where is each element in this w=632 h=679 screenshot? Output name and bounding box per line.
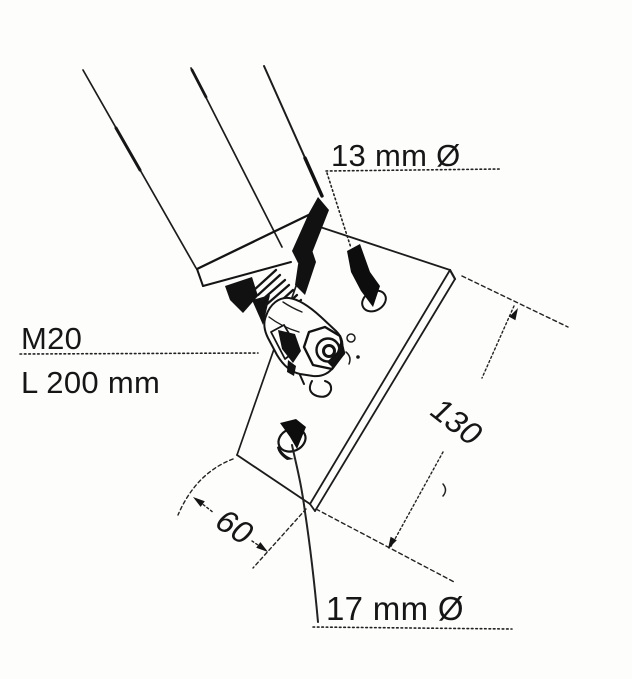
fitting-upper-line — [282, 301, 303, 313]
leader-17mm-underline — [312, 626, 513, 630]
dimension-60 — [177, 458, 307, 569]
cap-under-shadow-right — [295, 250, 316, 295]
leader-13mm-diagonal — [326, 172, 352, 249]
dim60-ext-south — [252, 508, 307, 569]
leader-13mm-underline — [325, 168, 501, 172]
pole — [82, 65, 324, 269]
label-thread-m20: M20 — [21, 321, 83, 356]
cap-bottom-edge — [202, 261, 292, 287]
pole-right-edge-thick — [303, 156, 324, 198]
plate-se-edge-inner — [309, 269, 451, 505]
dim130-ext-bottom — [315, 508, 457, 584]
leader-arrow-13mm — [347, 244, 380, 307]
hole-rim-shadow — [277, 446, 294, 460]
dim130-arrow-top — [509, 308, 518, 321]
dim130-ext-top — [461, 275, 569, 328]
thread-ridge — [256, 273, 282, 297]
dim60-arrow-bottom — [256, 542, 268, 552]
fitting-speck — [356, 355, 360, 359]
dimension-130 — [315, 275, 569, 584]
thread-ridge — [252, 268, 278, 292]
pole-middle-edge-thick — [190, 68, 208, 99]
thread-ridge — [264, 283, 291, 307]
cap-under-wedge — [252, 295, 270, 325]
plate-se-edge-outer — [314, 278, 456, 512]
leader-m20 — [19, 352, 259, 355]
dim60-line-a — [195, 498, 215, 514]
nut-bore-circle — [322, 344, 336, 358]
plate-bottom-edge — [236, 454, 311, 505]
end-cap — [195, 197, 329, 325]
hex-nut — [302, 325, 346, 371]
dim130-line-b — [389, 451, 444, 549]
fitting-pin-arc — [345, 351, 351, 365]
plate-top-edge — [316, 225, 451, 271]
plate-corner-facet-south — [309, 503, 316, 512]
leader-arrow-17mm — [280, 419, 306, 449]
dim60-arrow-top — [193, 497, 205, 507]
dim130-arrow-bottom — [388, 536, 397, 549]
thread-ridge — [260, 278, 287, 302]
label-hole-17mm: 17 mm Ø — [326, 590, 464, 627]
dim130-line-a — [481, 305, 515, 379]
fitting-pin-circle — [346, 333, 356, 343]
swivel-fitting — [263, 296, 360, 398]
fitting-shadow-left — [278, 330, 301, 363]
dim60-ext-west — [177, 458, 234, 516]
plate-corner-facet-east — [448, 268, 457, 281]
label-hole-13mm: 13 mm Ø — [331, 138, 461, 173]
nut-washer-circle — [315, 337, 341, 363]
cap-top-edge — [195, 206, 325, 271]
pole-left-edge-thick — [114, 126, 142, 172]
leader-lines — [19, 168, 513, 630]
cap-left-facet — [196, 268, 204, 287]
leader-17mm-line — [291, 444, 319, 623]
fitting-hook-detail — [308, 380, 333, 398]
fitting-tick — [299, 374, 305, 385]
stray-mark — [442, 483, 447, 497]
fitting-shadow-arm — [287, 360, 296, 376]
cap-under-shadow-left — [225, 277, 258, 313]
label-thread-length: L 200 mm — [21, 365, 161, 400]
cap-corner-shadow — [292, 197, 329, 263]
